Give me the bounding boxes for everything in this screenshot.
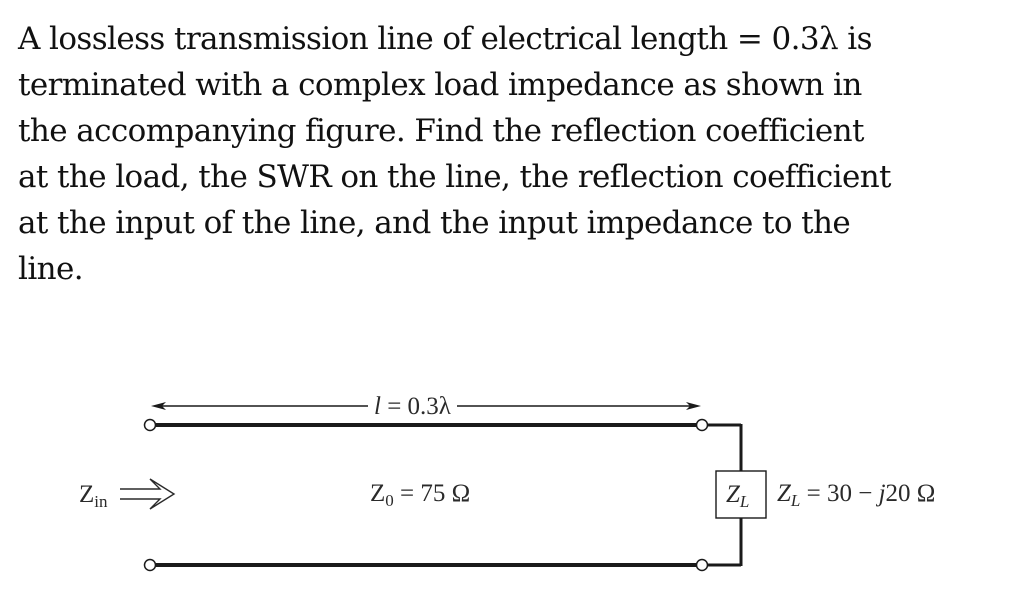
zl-symbol: Z	[777, 480, 791, 507]
problem-line-3: the accompanying figure. Find the reflec…	[18, 113, 864, 149]
arrowhead-left-icon	[151, 402, 166, 410]
length-value: = 0.3λ	[380, 393, 451, 420]
zl-real-part: = 30 −	[800, 480, 879, 507]
zl-subscript: L	[790, 491, 801, 510]
top-conductor	[143, 418, 743, 471]
z0-value: = 75 Ω	[393, 480, 471, 507]
problem-line-5: at the input of the line, and the input …	[18, 205, 851, 241]
z0-symbol: Z	[370, 480, 386, 507]
zin-symbol: Z	[79, 481, 95, 508]
length-label: l = 0.3λ	[368, 394, 457, 419]
input-terminal-top-icon	[143, 418, 157, 432]
input-terminal-bottom-icon	[143, 558, 157, 572]
zl-box-subscript: L	[739, 492, 750, 511]
input-impedance-label: Zin	[79, 481, 108, 510]
problem-statement: A lossless transmission line of electric…	[18, 16, 1008, 292]
load-terminal-bottom-icon	[695, 558, 709, 572]
load-impedance-box	[715, 470, 767, 519]
zin-subscript: in	[94, 492, 108, 511]
load-box-label: ZL	[726, 481, 749, 510]
bottom-conductor	[143, 518, 743, 572]
problem-line-1: A lossless transmission line of electric…	[18, 21, 872, 57]
load-terminal-top-icon	[695, 418, 709, 432]
input-impedance-arrow-icon	[120, 478, 176, 510]
length-symbol: l	[374, 393, 381, 420]
problem-line-2: terminated with a complex load impedance…	[18, 67, 862, 103]
characteristic-impedance-label: Z0 = 75 Ω	[370, 480, 471, 509]
problem-line-6: line.	[18, 251, 84, 287]
zl-imaginary-unit: j	[878, 480, 886, 507]
arrowhead-right-icon	[686, 402, 701, 410]
zl-box-symbol: Z	[726, 481, 740, 508]
zl-imaginary-part: 20 Ω	[885, 480, 936, 507]
problem-line-4: at the load, the SWR on the line, the re…	[18, 159, 892, 195]
load-impedance-value-label: ZL = 30 − j20 Ω	[777, 480, 936, 509]
z0-subscript: 0	[385, 491, 394, 510]
